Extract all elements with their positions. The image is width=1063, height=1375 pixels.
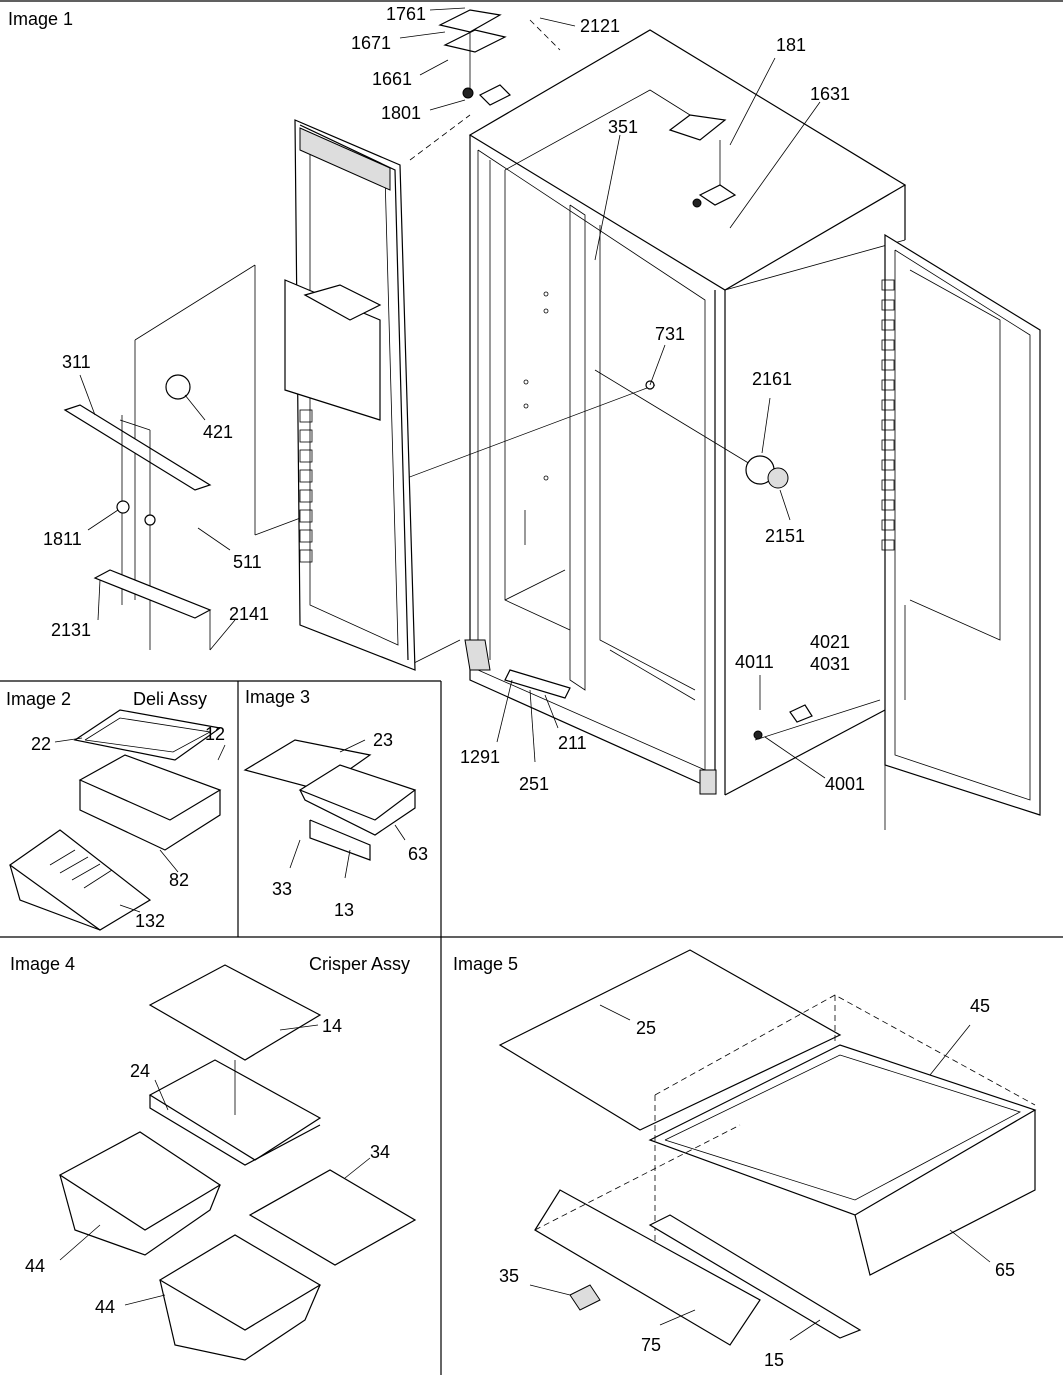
part-label: 2151 xyxy=(765,526,805,546)
fresh-food-door-drawing xyxy=(881,233,1041,816)
panel-4-subtitle: Crisper Assy xyxy=(309,954,410,974)
part-label: 132 xyxy=(135,911,165,931)
deli-assy-drawing xyxy=(8,709,226,931)
part-label: 4011 xyxy=(735,652,774,672)
crisper-assy-drawing xyxy=(58,964,417,1361)
cabinet-drawing xyxy=(254,9,907,830)
part-label: 82 xyxy=(169,870,189,890)
part-label: 45 xyxy=(970,996,990,1016)
part-label: 4031 xyxy=(810,654,850,674)
part-label: 22 xyxy=(31,734,51,754)
part-label: 14 xyxy=(322,1016,342,1036)
panel-2-title: Image 2 xyxy=(6,689,71,709)
part-label: 35 xyxy=(499,1266,519,1286)
light-assembly-drawing xyxy=(63,374,212,650)
pantry-assy-drawing xyxy=(498,949,1037,1346)
part-label: 63 xyxy=(408,844,428,864)
panel-2-subtitle: Deli Assy xyxy=(133,689,207,709)
part-label: 1761 xyxy=(386,4,426,24)
part-label: 2141 xyxy=(229,604,269,624)
part-label: 1811 xyxy=(43,529,82,549)
part-label: 44 xyxy=(25,1256,45,1276)
image4-part-labels: 14 24 34 44 44 xyxy=(25,1016,390,1317)
part-label: 25 xyxy=(636,1018,656,1038)
image5-part-labels: 25 45 65 35 75 15 xyxy=(499,996,1015,1370)
image2-part-labels: 22 12 82 132 xyxy=(31,724,225,931)
shelf-assy-drawing xyxy=(243,739,417,879)
part-label: 251 xyxy=(519,774,549,794)
image1-leaders xyxy=(79,7,826,779)
part-label: 351 xyxy=(608,117,638,137)
panel-4-title: Image 4 xyxy=(10,954,75,974)
part-label: 1671 xyxy=(351,33,391,53)
part-label: 15 xyxy=(764,1350,784,1370)
part-label: 23 xyxy=(373,730,393,750)
part-label: 421 xyxy=(203,422,233,442)
part-label: 4021 xyxy=(810,632,850,652)
part-label: 1291 xyxy=(460,747,500,767)
part-label: 12 xyxy=(205,724,225,744)
part-label: 13 xyxy=(334,900,354,920)
part-label: 24 xyxy=(130,1061,150,1081)
part-label: 75 xyxy=(641,1335,661,1355)
part-label: 34 xyxy=(370,1142,390,1162)
part-label: 44 xyxy=(95,1297,115,1317)
part-label: 1661 xyxy=(372,69,412,89)
part-label: 211 xyxy=(558,733,587,753)
freezer-door-shelves xyxy=(299,409,313,563)
panel-titles: Image 1 Image 2 Deli Assy Image 3 Image … xyxy=(6,9,518,974)
image1-part-labels: 1761 1671 1661 1801 2121 181 1631 351 31… xyxy=(43,4,865,794)
panel-3-title: Image 3 xyxy=(245,687,310,707)
panel-5-title: Image 5 xyxy=(453,954,518,974)
deli-drawer-ribs xyxy=(49,849,113,889)
image3-part-labels: 23 63 33 13 xyxy=(272,730,428,920)
part-label: 181 xyxy=(776,35,806,55)
part-label: 1801 xyxy=(381,103,421,123)
part-label: 2161 xyxy=(752,369,792,389)
part-label: 731 xyxy=(655,324,685,344)
panel-1-title: Image 1 xyxy=(8,9,73,29)
part-label: 65 xyxy=(995,1260,1015,1280)
part-label: 1631 xyxy=(810,84,850,104)
fresh-food-door-shelves xyxy=(881,279,895,551)
part-label: 4001 xyxy=(825,774,865,794)
part-label: 2121 xyxy=(580,16,620,36)
freezer-door-drawing xyxy=(134,119,416,671)
part-label: 311 xyxy=(62,352,91,372)
part-label: 33 xyxy=(272,879,292,899)
part-label: 511 xyxy=(233,552,262,572)
part-label: 2131 xyxy=(51,620,91,640)
